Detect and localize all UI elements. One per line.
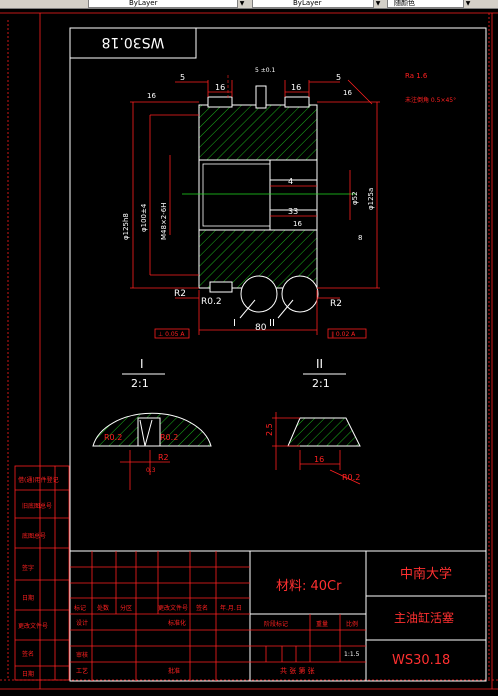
detail-II-scale: 2:1 — [312, 377, 330, 390]
side-label-5: 更改文件号 — [18, 622, 48, 630]
header-2: 分区 — [120, 604, 132, 612]
dim-r02: R0.2 — [201, 297, 222, 307]
detail-I-r02-right: R0.2 — [160, 433, 178, 442]
row-review-0: 审核 — [76, 651, 88, 659]
scale-label: 比例 — [346, 620, 358, 628]
header-5: 年.月.日 — [220, 604, 242, 612]
dim-16-a: 16 — [215, 83, 225, 92]
dim-8: 8 — [358, 234, 362, 242]
dimension-lines — [130, 79, 380, 335]
side-label-0: 借(通)用件登记 — [18, 476, 59, 484]
mirror-code: WS30.18 — [102, 34, 165, 50]
dim-r2-right: R2 — [330, 299, 342, 309]
row-design-1: 标准化 — [168, 619, 186, 627]
dim-16-inner: 16 — [293, 220, 302, 228]
side-label-1: 旧底图总号 — [22, 502, 52, 510]
toolbar: ByLayer ▼ ByLayer ▼ 随颜色 ▼ — [0, 0, 498, 9]
dim-33: 33 — [288, 207, 298, 216]
header-4: 签名 — [196, 604, 208, 612]
dim-d52: φ52 — [351, 191, 359, 205]
row-design-0: 设计 — [76, 619, 88, 627]
chevron-down-icon[interactable]: ▼ — [463, 0, 472, 7]
dim-4: 4 — [288, 177, 293, 186]
detail-view-II[interactable]: II 2:1 2.5 16 R0.2 — [265, 357, 361, 485]
roughness-note: Ra 1.6 — [405, 72, 428, 80]
row-review-1: 工艺 — [76, 667, 88, 675]
stage-label: 阶段标记 — [264, 620, 288, 628]
layer-combo-3-value: 随颜色 — [394, 0, 415, 7]
chevron-down-icon[interactable]: ▼ — [237, 0, 246, 7]
dim-5-right: 5 — [336, 73, 341, 82]
callout-II: II — [269, 318, 275, 329]
detail-I-r02-left: R0.2 — [104, 433, 122, 442]
dimension-labels: 5 5 16 16 5 ±0.1 16 16 φ125h8 φ100±4 M48… — [122, 67, 456, 339]
scale-value: 1:1.5 — [344, 651, 360, 658]
side-registration-column: 借(通)用件登记 旧底图总号 底图总号 签字 日期 更改文件号 签名 日期 — [14, 465, 70, 681]
detail-II-label: II — [316, 357, 323, 371]
outer-frame — [0, 12, 498, 690]
header-3: 更改文件号 — [158, 604, 188, 612]
dim-16-side-left: 16 — [147, 92, 156, 100]
side-label-7: 日期 — [22, 670, 34, 678]
dim-width: 5 ±0.1 — [255, 67, 275, 74]
tolerance-left: ⊥ 0.05 A — [158, 331, 185, 338]
dim-thread: M48×2-6H — [160, 202, 168, 240]
side-label-2: 底图总号 — [22, 532, 46, 540]
dim-80: 80 — [255, 323, 267, 333]
side-label-3: 签字 — [22, 564, 34, 572]
side-label-6: 签名 — [22, 650, 34, 658]
detail-II-dim-2-5: 2.5 — [265, 423, 274, 436]
layer-combo-2-value: ByLayer — [293, 0, 322, 7]
dim-5-left: 5 — [180, 73, 185, 82]
drawing-number: WS30.18 — [392, 653, 450, 668]
tolerance-right: ∥ 0.02 A — [331, 331, 356, 338]
chamfer-note: 未注倒角 0.5×45° — [405, 96, 456, 104]
part-name-label: 主油缸活塞 — [394, 610, 454, 625]
dim-d125a: φ125a — [367, 188, 375, 210]
main-section-view[interactable] — [182, 75, 356, 313]
weight-label: 重量 — [316, 620, 328, 628]
dim-16-b: 16 — [291, 83, 301, 92]
header-0: 标记 — [74, 604, 86, 612]
side-label-4: 日期 — [22, 594, 34, 602]
detail-view-I[interactable]: I 2:1 R0.2 R0.2 R2 0.3 — [92, 357, 212, 490]
detail-I-tol: 0.3 — [146, 467, 156, 474]
university-label: 中南大学 — [400, 566, 452, 582]
chevron-down-icon[interactable]: ▼ — [373, 0, 382, 7]
detail-I-scale: 2:1 — [131, 377, 149, 390]
dim-r2-left: R2 — [174, 289, 186, 299]
callout-I: I — [233, 318, 236, 329]
dim-16-side-right: 16 — [343, 89, 352, 97]
layer-combo-1-value: ByLayer — [129, 0, 158, 7]
code-box — [69, 27, 197, 59]
title-block[interactable]: 材料: 40Cr 中南大学 主油缸活塞 WS30.18 标记 处数 分区 更改文… — [69, 550, 487, 682]
dim-d100: φ100±4 — [140, 203, 148, 232]
dim-d125: φ125h8 — [122, 213, 130, 240]
detail-I-r2: R2 — [158, 453, 169, 462]
sheet-label: 共 张 第 张 — [280, 666, 315, 675]
detail-I-label: I — [140, 357, 144, 371]
detail-II-dim-16: 16 — [314, 455, 324, 464]
header-1: 处数 — [97, 604, 109, 612]
detail-II-r02: R0.2 — [342, 473, 360, 482]
material-label: 材料: 40Cr — [276, 579, 342, 594]
row-review-2: 批准 — [168, 667, 180, 675]
